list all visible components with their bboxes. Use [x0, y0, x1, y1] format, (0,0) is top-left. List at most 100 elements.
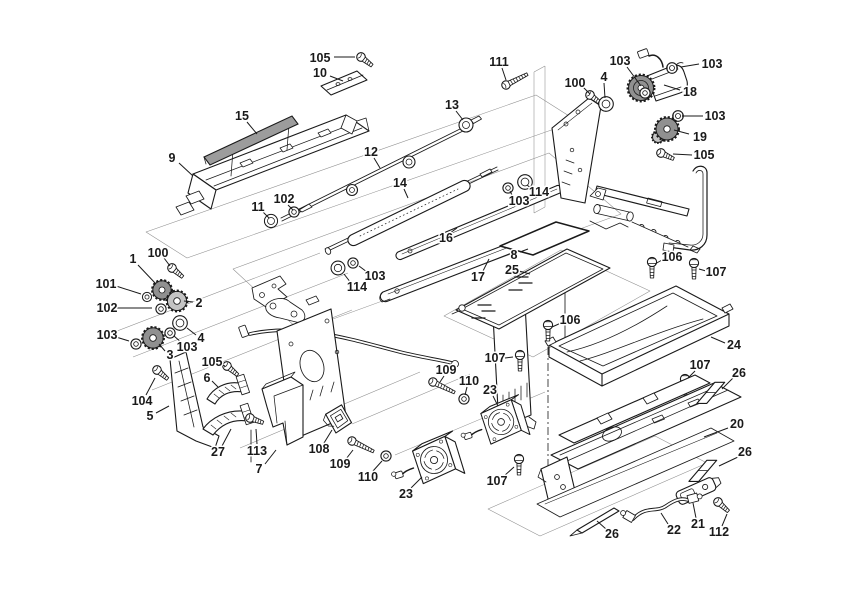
callout-label-7-55: 7: [256, 462, 263, 476]
washer-103-right: [502, 182, 514, 194]
bushing-11: [263, 213, 279, 229]
callout-label-2-43: 2: [196, 296, 203, 310]
callout-leader-103-46: [115, 336, 130, 342]
washer-103-motor: [639, 87, 651, 99]
callout-label-109-61: 109: [436, 363, 457, 377]
callout-label-24-28: 24: [727, 338, 741, 352]
callout-label-22-37: 22: [667, 523, 681, 537]
callout-leader-26-34: [718, 456, 739, 467]
callout-label-104-50: 104: [132, 394, 153, 408]
callout-leader-4-8: [603, 82, 606, 99]
part-24-frame: [544, 285, 734, 387]
callout-leader-102-15: [287, 204, 294, 211]
callout-label-103-47: 103: [177, 340, 198, 354]
callout-label-100-7: 100: [565, 76, 586, 90]
callout-leader-113-54: [255, 428, 258, 445]
callout-label-13-5: 13: [445, 98, 459, 112]
callout-label-25-25: 25: [505, 263, 519, 277]
callout-leader-18-11: [663, 84, 681, 91]
callout-label-4-8: 4: [601, 70, 608, 84]
callout-label-107-32: 107: [690, 358, 711, 372]
callout-leader-106-29: [551, 322, 562, 328]
callout-label-17-21: 17: [471, 270, 485, 284]
part-25-plate: [451, 248, 611, 330]
callout-leader-109-61: [439, 375, 445, 383]
callout-label-103-46: 103: [97, 328, 118, 342]
callout-leader-107-35: [503, 466, 515, 477]
callout-label-26-36: 26: [605, 527, 619, 541]
screw-105-gears: [220, 359, 242, 379]
washer-101: [141, 291, 153, 303]
part-20-rail-assembly: [536, 374, 742, 518]
bracket-26-mid: [688, 459, 718, 482]
callout-label-15-2: 15: [235, 109, 249, 123]
callout-leader-23-60: [492, 395, 499, 407]
callout-label-27-53: 27: [211, 445, 225, 459]
callout-leader-6-52: [211, 380, 219, 388]
callout-label-100-40: 100: [148, 246, 169, 260]
nut-103-motor-top: [666, 62, 678, 74]
screw-105-top: [354, 50, 376, 70]
callout-label-19-13: 19: [693, 130, 707, 144]
part-15-shade-bar: [203, 115, 299, 166]
callout-leader-5-51: [155, 405, 170, 414]
callout-label-9-3: 9: [169, 151, 176, 165]
callout-leader-27-53: [221, 428, 232, 447]
callout-label-4-45: 4: [198, 331, 205, 345]
callout-leader-10-1: [329, 75, 344, 82]
callout-leader-103-19: [509, 190, 514, 198]
part-14-roller: [324, 166, 499, 255]
callout-label-111-6: 111: [489, 55, 509, 69]
callout-leader-1-41: [137, 264, 157, 285]
callout-leader-103-47: [173, 335, 183, 344]
callout-leader-112-39: [721, 513, 728, 527]
callout-leader-100-7: [582, 86, 591, 95]
part-19-gear: [650, 116, 680, 145]
callout-label-18-11: 18: [683, 85, 697, 99]
callout-label-114-18: 114: [529, 185, 549, 199]
callout-label-3-48: 3: [167, 348, 174, 362]
callout-label-103-10: 103: [702, 57, 723, 71]
callout-label-105-14: 105: [694, 148, 715, 162]
callout-leader-108-56: [323, 429, 333, 444]
callout-label-103-12: 103: [705, 109, 726, 123]
callout-leader-101-42: [115, 285, 142, 295]
callout-leader-104-50: [145, 377, 156, 396]
callout-leader-12-4: [373, 157, 381, 169]
callout-label-11-16: 11: [251, 200, 264, 214]
screw-105-right: [654, 146, 677, 164]
callout-leader-105-14: [672, 153, 693, 156]
callout-leader-111-6: [501, 67, 507, 81]
callout-leader-9-3: [178, 162, 194, 177]
washer-102: [155, 303, 167, 315]
callout-label-26-34: 26: [738, 445, 752, 459]
callout-leader-19-13: [673, 129, 690, 135]
callout-label-103-22: 103: [365, 269, 386, 283]
callout-label-5-51: 5: [147, 409, 154, 423]
part-8-sheet: [499, 221, 590, 256]
callout-label-16-20: 16: [439, 231, 453, 245]
callout-leader-103-22: [358, 265, 368, 273]
callout-label-110-62: 110: [459, 374, 479, 388]
callout-leader-107-32: [687, 370, 696, 379]
callout-label-21-38: 21: [691, 517, 705, 531]
callout-leader-24-28: [710, 336, 726, 344]
callout-label-102-15: 102: [274, 192, 295, 206]
callout-label-113-54: 113: [247, 444, 267, 458]
callout-label-1-41: 1: [130, 252, 137, 266]
callout-label-109-57: 109: [330, 457, 351, 471]
washer-110-left: [380, 450, 392, 462]
part-18-motor: [626, 48, 688, 103]
screw-111: [499, 69, 530, 92]
washer-103-a: [164, 327, 176, 339]
bushing-4-motor: [598, 96, 614, 112]
part-6-ribbon-cable: [206, 373, 251, 405]
callout-leader-106-26: [654, 259, 663, 265]
callout-leader-100-40: [163, 257, 171, 267]
callout-leader-103-9: [626, 66, 642, 87]
callout-leader-109-57: [345, 449, 354, 460]
callout-label-101-42: 101: [96, 277, 117, 291]
washer-103-b: [130, 338, 142, 350]
screw-112: [711, 495, 732, 516]
bracket-26-bottom: [569, 507, 620, 537]
